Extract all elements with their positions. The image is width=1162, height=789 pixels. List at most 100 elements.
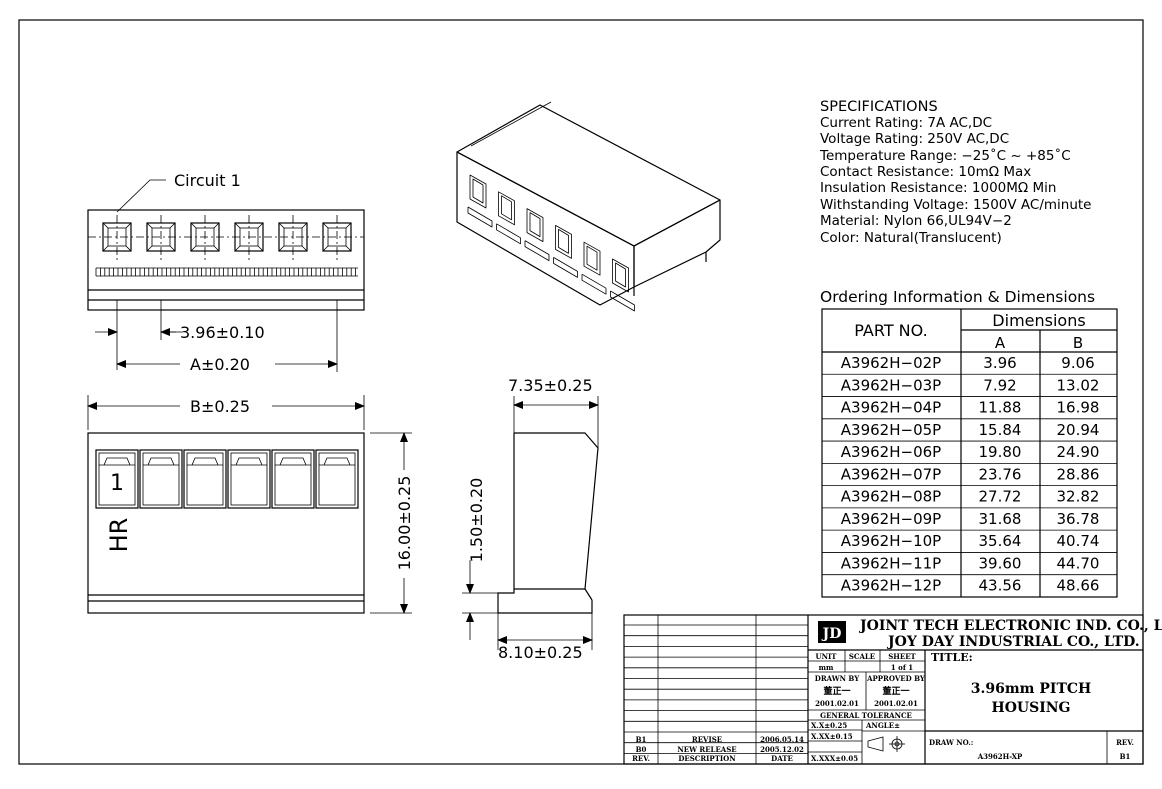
- dim-a-cell: 23.76: [979, 465, 1022, 483]
- part-no-cell: A3962H−08P: [841, 488, 941, 506]
- iso-cell: [524, 208, 550, 262]
- dim-a-cell: 27.72: [979, 488, 1022, 506]
- rev-row-desc: REVISE: [692, 735, 722, 744]
- drawing-title-line2: HOUSING: [991, 700, 1070, 716]
- iso-cell: [553, 224, 578, 278]
- table-row: A3962H−12P 43.56 48.66: [822, 574, 1117, 595]
- general-tolerance-label: GENERAL TOLERANCE: [820, 711, 912, 720]
- iso-cell: [467, 174, 493, 228]
- a-dimension: A±0.20: [116, 300, 338, 374]
- ordering-title: Ordering Information & Dimensions: [820, 288, 1095, 306]
- dim-a-cell: 43.56: [979, 577, 1022, 595]
- isometric-view: [456, 101, 721, 312]
- bottom-view: 1 HR: [87, 432, 365, 614]
- approved-by-name: 董正一: [882, 685, 909, 697]
- spec-line: Insulation Resistance: 1000MΩ Min: [820, 180, 1056, 196]
- dim-a-cell: 15.84: [979, 421, 1022, 439]
- dim-b-cell: 40.74: [1057, 532, 1100, 550]
- spec-line: Contact Resistance: 10mΩ Max: [820, 164, 1031, 180]
- table-row: A3962H−10P 35.64 40.74: [822, 529, 1117, 550]
- dim-a-cell: 7.92: [983, 376, 1016, 394]
- iso-cell: [581, 241, 607, 295]
- circuit-1-callout: Circuit 1: [116, 171, 241, 213]
- part-no-cell: A3962H−09P: [841, 510, 941, 528]
- dim-a-cell: 3.96: [983, 354, 1016, 372]
- rev-value: B1: [1120, 752, 1131, 761]
- part-no-cell: A3962H−06P: [841, 443, 941, 461]
- rev-row-rev: B1: [636, 735, 647, 744]
- drawn-by-name: 董正一: [823, 685, 850, 697]
- part-no-cell: A3962H−04P: [841, 399, 941, 417]
- dim-b-cell: 13.02: [1057, 376, 1100, 394]
- desc-header: DESCRIPTION: [678, 754, 736, 763]
- side-top-dim-label: 7.35±0.25: [508, 376, 593, 395]
- front-view: [87, 209, 365, 311]
- approved-by-label: APPROVED BY: [866, 674, 926, 683]
- brand-mark: HR: [105, 518, 133, 553]
- title-label: TITLE:: [931, 651, 973, 664]
- dim-b-cell: 48.66: [1057, 577, 1100, 595]
- a-dim-label: A±0.20: [190, 355, 250, 374]
- projection-symbol-icon: [867, 736, 905, 752]
- spec-line: Withstanding Voltage: 1500V AC/minute: [820, 197, 1092, 213]
- dim-b-cell: 32.82: [1057, 488, 1100, 506]
- bottom-cell: [95, 449, 139, 509]
- ordering-table: Ordering Information & Dimensions PART N…: [820, 288, 1118, 598]
- rev-label: REV.: [1116, 738, 1134, 747]
- dim-a-cell: 31.68: [979, 510, 1022, 528]
- dim-b-cell: 28.86: [1057, 465, 1100, 483]
- front-cell: [102, 215, 132, 260]
- approved-date: 2001.02.01: [874, 699, 918, 708]
- dim-a-cell: 39.60: [979, 554, 1022, 572]
- rev-header: REV.: [632, 754, 650, 763]
- company-logo: [818, 621, 846, 643]
- rev-row-date: 2006.05.14: [760, 735, 804, 744]
- iso-cell: [610, 258, 635, 312]
- unit-label: UNIT: [816, 652, 838, 661]
- sheet-label: SHEET: [888, 652, 916, 661]
- col-part-header: PART NO.: [854, 321, 927, 340]
- spec-line: Voltage Rating: 250V AC,DC: [820, 131, 1009, 147]
- b-dimension: B±0.25: [87, 395, 365, 430]
- part-no-cell: A3962H−05P: [841, 421, 941, 439]
- part-no-cell: A3962H−12P: [841, 577, 941, 595]
- part-no-cell: A3962H−03P: [841, 376, 941, 394]
- specifications: SPECIFICATIONS Current Rating: 7A AC,DC …: [819, 99, 1092, 246]
- spec-line: Current Rating: 7A AC,DC: [820, 115, 992, 131]
- front-cell: [234, 215, 264, 260]
- drawing-title-line1: 3.96mm PITCH: [971, 681, 1091, 697]
- height-dim-label: 16.00±0.25: [395, 476, 414, 571]
- dim-b-cell: 9.06: [1061, 354, 1094, 372]
- dim-a-cell: 11.88: [979, 399, 1022, 417]
- specs-heading: SPECIFICATIONS: [820, 99, 938, 115]
- dim-a-cell: 35.64: [979, 532, 1022, 550]
- dim-b-cell: 20.94: [1057, 421, 1100, 439]
- tolerance-2: X.XX±0.15: [811, 732, 853, 741]
- spec-line: Temperature Range: −25˚C ~ +85˚C: [819, 147, 1071, 164]
- dim-a-cell: 19.80: [979, 443, 1022, 461]
- part-no-cell: A3962H−11P: [841, 554, 941, 572]
- part-no-cell: A3962H−10P: [841, 532, 941, 550]
- table-row: A3962H−05P 15.84 20.94: [822, 418, 1117, 439]
- side-bottom-dim-label: 8.10±0.25: [498, 643, 583, 662]
- spec-line: Color: Natural(Translucent): [820, 230, 1002, 246]
- sheet-value: 1 of 1: [891, 663, 913, 672]
- table-row: A3962H−08P 27.72 32.82: [822, 485, 1117, 506]
- title-block: REV. DESCRIPTION DATE B1 REVISE 2006.05.…: [623, 614, 1162, 765]
- bottom-cell: [139, 449, 183, 509]
- col-a-header: A: [995, 334, 1006, 352]
- circuit-label: Circuit 1: [174, 171, 241, 190]
- bottom-cell: [271, 449, 315, 509]
- date-header: DATE: [771, 754, 793, 763]
- bottom-cell: [183, 449, 227, 509]
- side-view: 7.35±0.25 1.50±0.20 8.10±0.25: [462, 376, 599, 662]
- table-row: A3962H−03P 7.92 13.02: [822, 373, 1117, 394]
- bottom-cell: [227, 449, 271, 509]
